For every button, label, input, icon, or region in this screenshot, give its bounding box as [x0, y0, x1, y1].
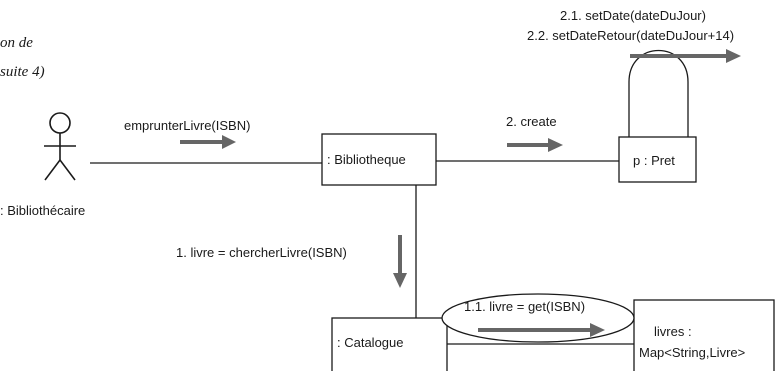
self-link-pret	[628, 49, 689, 137]
actor-label: : Bibliothécaire	[0, 203, 86, 218]
caption-line-1: on de	[0, 35, 33, 51]
livres-label-line-2: Map<String,Livre>	[639, 345, 746, 360]
arrow-get	[478, 323, 605, 337]
message-set-date-label: 2.1. setDate(dateDuJour)	[560, 8, 706, 23]
message-chercher-label: 1. livre = chercherLivre(ISBN)	[176, 245, 347, 260]
arrow-create	[507, 138, 563, 152]
catalogue-box	[331, 317, 448, 371]
arrow-chercher	[393, 235, 407, 288]
pret-box	[618, 136, 697, 183]
pret-label: p : Pret	[633, 153, 675, 168]
message-create-label: 2. create	[506, 114, 557, 129]
livres-box	[633, 299, 775, 371]
bibliotheque-label: : Bibliotheque	[327, 152, 406, 167]
message-set-date-retour-label: 2.2. setDateRetour(dateDuJour+14)	[527, 28, 735, 43]
catalogue-label: : Catalogue	[337, 335, 404, 350]
livres-label-line-1: livres :	[654, 324, 692, 339]
bibliotheque-box	[321, 133, 437, 186]
actor-figure	[44, 112, 76, 181]
message-get-label: 1.1. livre = get(ISBN)	[464, 299, 586, 314]
message-emprunter-label: emprunterLivre(ISBN)	[124, 118, 251, 133]
arrow-emprunter	[180, 135, 236, 149]
arrow-set-date	[630, 49, 741, 63]
caption-line-2: suite 4)	[0, 64, 45, 80]
